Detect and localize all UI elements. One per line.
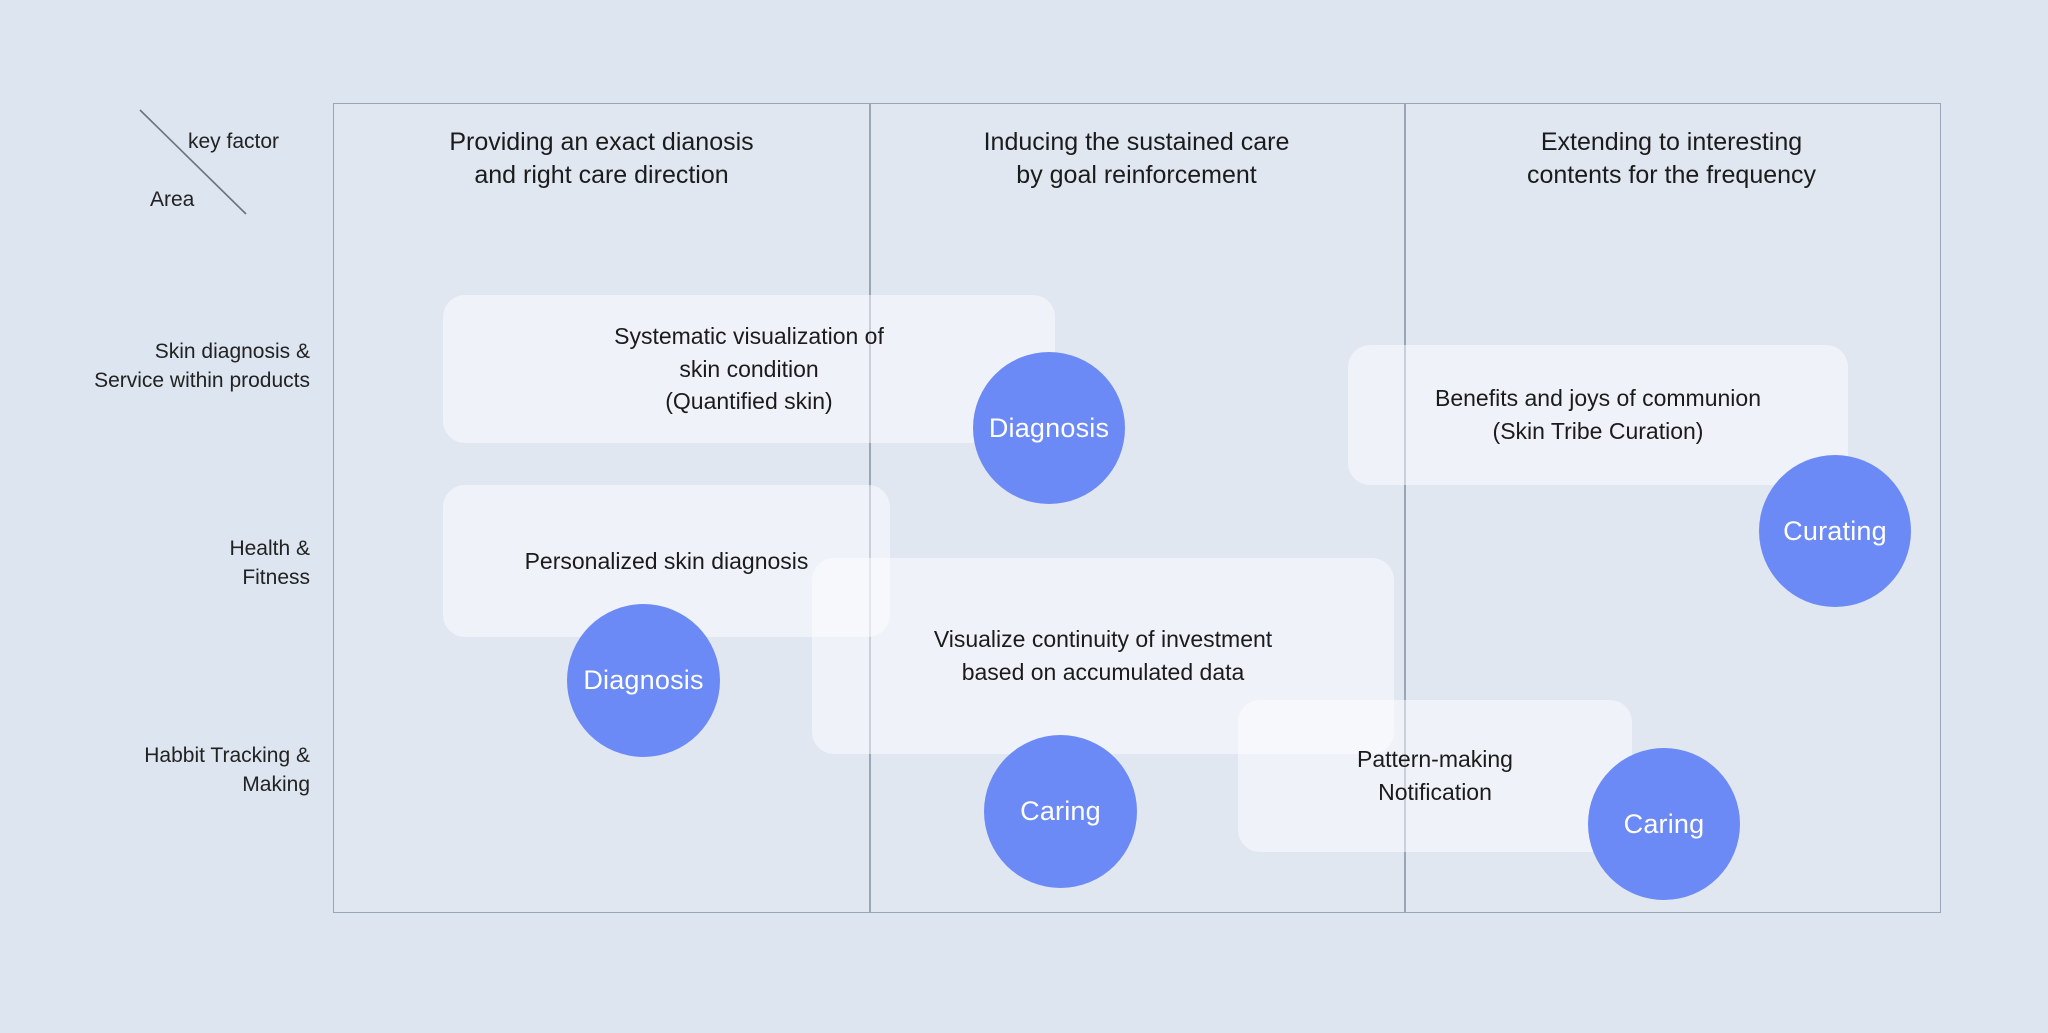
- card-visualize-continuity-investment[interactable]: Visualize continuity of investment based…: [812, 558, 1394, 754]
- card-systematic-visualization[interactable]: Systematic visualization of skin conditi…: [443, 295, 1055, 443]
- diagonal-divider-icon: [139, 109, 247, 215]
- badge-diagnosis-row2[interactable]: Diagnosis: [567, 604, 720, 757]
- badge-caring-row3-col2[interactable]: Caring: [984, 735, 1137, 888]
- column-header-providing-diagnosis: Providing an exact dianosis and right ca…: [449, 128, 754, 189]
- row-label-skin-diagnosis: Skin diagnosis & Service within products: [94, 340, 310, 392]
- column-divider-2: [1404, 104, 1406, 912]
- column-header-inducing-sustained-care: Inducing the sustained care by goal rein…: [983, 128, 1290, 189]
- badge-curating-row1[interactable]: Curating: [1759, 455, 1911, 607]
- legend-key-factor-label: key factor: [188, 130, 280, 153]
- column-divider-1: [869, 104, 871, 912]
- badge-caring-row3-col3[interactable]: Caring: [1588, 748, 1740, 900]
- card-pattern-making-notification[interactable]: Pattern-making Notification: [1238, 700, 1632, 852]
- badge-diagnosis-row1[interactable]: Diagnosis: [973, 352, 1125, 504]
- row-label-habit-tracking: Habbit Tracking & Making: [144, 744, 310, 796]
- row-label-health-fitness: Health & Fitness: [229, 537, 310, 589]
- legend-area-label: Area: [150, 188, 195, 211]
- column-header-extending-contents: Extending to interesting contents for th…: [1526, 128, 1817, 189]
- card-benefits-joys-communion[interactable]: Benefits and joys of communion (Skin Tri…: [1348, 345, 1848, 485]
- axis-legend: key factor Area: [139, 109, 330, 240]
